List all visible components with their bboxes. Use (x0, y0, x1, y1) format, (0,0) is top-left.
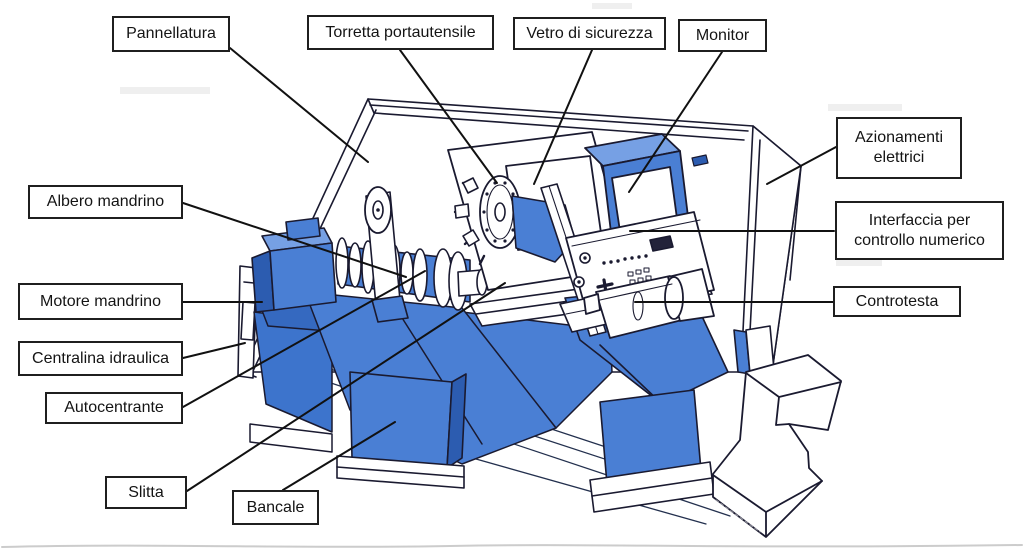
bed-pedestal-right (589, 389, 715, 513)
leader-line-azionamenti (766, 146, 837, 185)
chuck (433, 248, 488, 311)
label-torretta-portautensile: Torretta portautensile (307, 15, 494, 50)
lathe-machine-drawing (1, 3, 1023, 548)
label-centralina-idraulica: Centralina idraulica (18, 341, 183, 376)
leader-line-vetro (533, 49, 593, 185)
leader-line-pannellatura (229, 47, 369, 163)
leader-line-autocentrante (182, 270, 426, 408)
spindle-motor (251, 217, 337, 313)
machine-foot (712, 354, 842, 538)
label-slitta: Slitta (105, 476, 187, 509)
bed-pedestal-left (336, 371, 467, 489)
label-bancale: Bancale (232, 490, 319, 525)
panel-button-grid (627, 267, 652, 285)
leader-line-slitta (186, 282, 506, 492)
leader-line-centralina (182, 342, 246, 359)
label-motore-mandrino: Motore mandrino (18, 283, 183, 320)
bottom-shadow-line (1, 544, 1023, 548)
leader-line-albero (182, 202, 407, 278)
leader-line-torretta (399, 49, 498, 184)
label-azionamenti-elettrici: Azionamenti elettrici (836, 117, 962, 179)
leader-lines (182, 47, 837, 492)
label-controtesta: Controtesta (833, 286, 961, 317)
frame-post-right (733, 325, 775, 375)
label-monitor: Monitor (678, 19, 767, 52)
panel-buttons-row (602, 254, 648, 265)
label-pannellatura: Pannellatura (112, 16, 230, 52)
leader-line-monitor (628, 51, 723, 193)
machine-bed (249, 291, 613, 465)
label-autocentrante: Autocentrante (45, 392, 183, 424)
belt-pulley (364, 186, 409, 323)
label-interfaccia-controllo-numerico: Interfaccia per controllo numerico (835, 201, 1004, 260)
leader-line-bancale (282, 421, 396, 491)
label-vetro-di-sicurezza: Vetro di sicurezza (513, 17, 666, 50)
scan-artifacts (120, 3, 902, 266)
label-albero-mandrino: Albero mandrino (28, 185, 183, 219)
tailstock (583, 268, 715, 339)
